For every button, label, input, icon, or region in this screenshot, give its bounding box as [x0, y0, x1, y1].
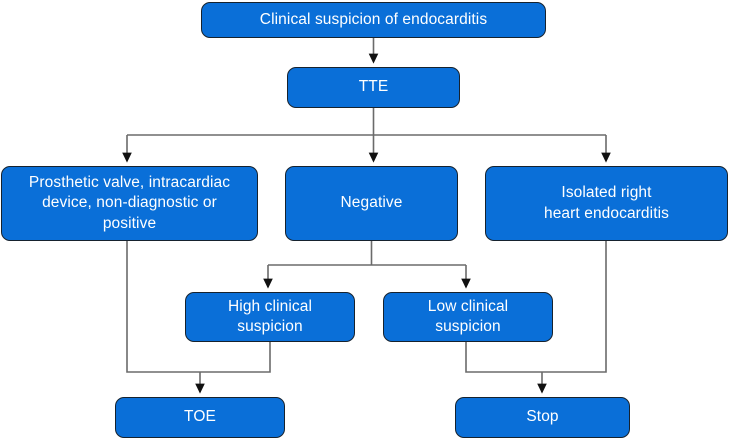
edge-prosthetic-to-toe	[126, 241, 200, 373]
node-negative[interactable]: Negative	[285, 166, 458, 241]
node-low-clinical-suspicion[interactable]: Low clinical suspicion	[383, 292, 553, 342]
edge-isolated-right-to-stop	[542, 241, 607, 373]
node-toe-label: TOE	[184, 408, 216, 426]
node-toe[interactable]: TOE	[115, 397, 285, 438]
node-negative-label: Negative	[340, 194, 403, 212]
node-high-clinical-suspicion[interactable]: High clinical suspicion	[185, 292, 355, 342]
node-isolated-right-heart-endocarditis[interactable]: Isolated right heart endocarditis	[485, 166, 728, 241]
node-tte-label: TTE	[358, 78, 389, 96]
node-tte[interactable]: TTE	[287, 67, 460, 108]
node-clinical-suspicion[interactable]: Clinical suspicion of endocarditis	[201, 2, 546, 38]
node-stop[interactable]: Stop	[455, 397, 630, 438]
edge-low-suspicion-to-stop	[465, 342, 542, 373]
node-low-suspicion-label: Low clinical suspicion	[427, 297, 509, 335]
node-high-suspicion-label: High clinical suspicion	[228, 297, 312, 335]
node-prosthetic-valve-intracardiac-device[interactable]: Prosthetic valve, intracardiac device, n…	[1, 166, 258, 241]
edge-high-suspicion-to-toe	[200, 342, 271, 373]
node-isolated-right-label: Isolated right heart endocarditis	[543, 184, 669, 222]
node-clinical-suspicion-label: Clinical suspicion of endocarditis	[259, 10, 488, 28]
node-prosthetic-label: Prosthetic valve, intracardiac device, n…	[28, 173, 231, 232]
node-stop-label: Stop	[526, 408, 559, 426]
